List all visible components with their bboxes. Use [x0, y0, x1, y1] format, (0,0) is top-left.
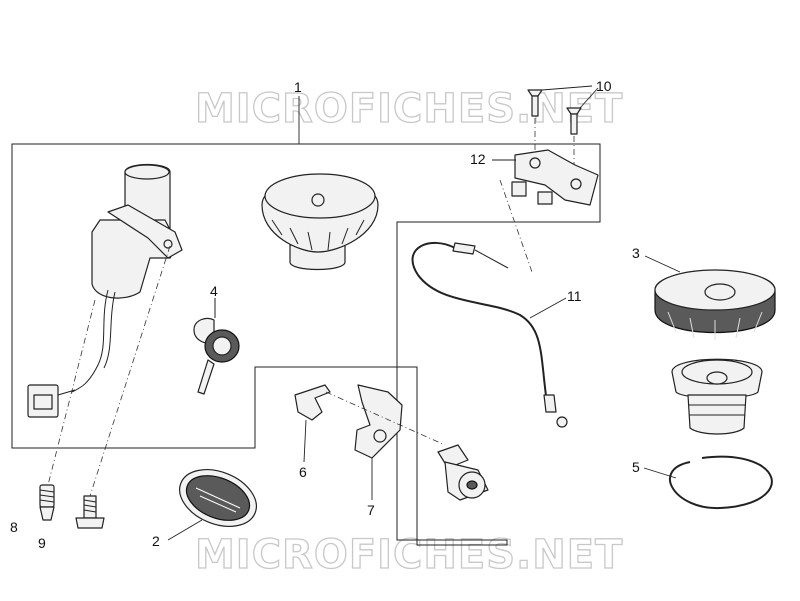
callout-7: 7 [367, 502, 375, 518]
bracket-12 [492, 149, 599, 206]
kit-outline-frame [11, 143, 601, 546]
lock-cylinder [437, 444, 489, 501]
callout-6: 6 [299, 464, 307, 480]
screw-9 [75, 495, 105, 529]
circlip-5 [643, 455, 773, 510]
callout-12: 12 [470, 151, 486, 167]
callout-8: 8 [10, 519, 18, 535]
callout-9: 9 [38, 535, 46, 551]
callout-10: 10 [596, 78, 612, 94]
lock-clip-6 [294, 384, 331, 463]
screw-8 [39, 484, 55, 521]
badge-2 [167, 469, 257, 541]
callout-3: 3 [632, 245, 640, 261]
fuel-cap-3 [644, 255, 776, 340]
lock-bracket-7 [354, 384, 403, 500]
callout-4: 4 [210, 283, 218, 299]
callout-5: 5 [632, 459, 640, 475]
callout-2: 2 [152, 533, 160, 549]
release-cable-11 [411, 241, 568, 428]
watermark-bottom: MICROFICHES.NET [195, 532, 623, 578]
watermark-top: MICROFICHES.NET [195, 86, 623, 132]
axis-line-8 [47, 299, 96, 486]
fuel-cap-assembled [261, 173, 379, 271]
ignition-switch [27, 163, 183, 418]
axis-line-9 [89, 245, 171, 497]
callout-1: 1 [294, 79, 302, 95]
fuel-cap-base [671, 358, 763, 435]
axis-line-7 [325, 391, 446, 446]
key-4 [193, 298, 240, 395]
screws-10 [527, 85, 599, 135]
axis-line-12 [499, 179, 533, 273]
callout-11: 11 [567, 288, 582, 304]
